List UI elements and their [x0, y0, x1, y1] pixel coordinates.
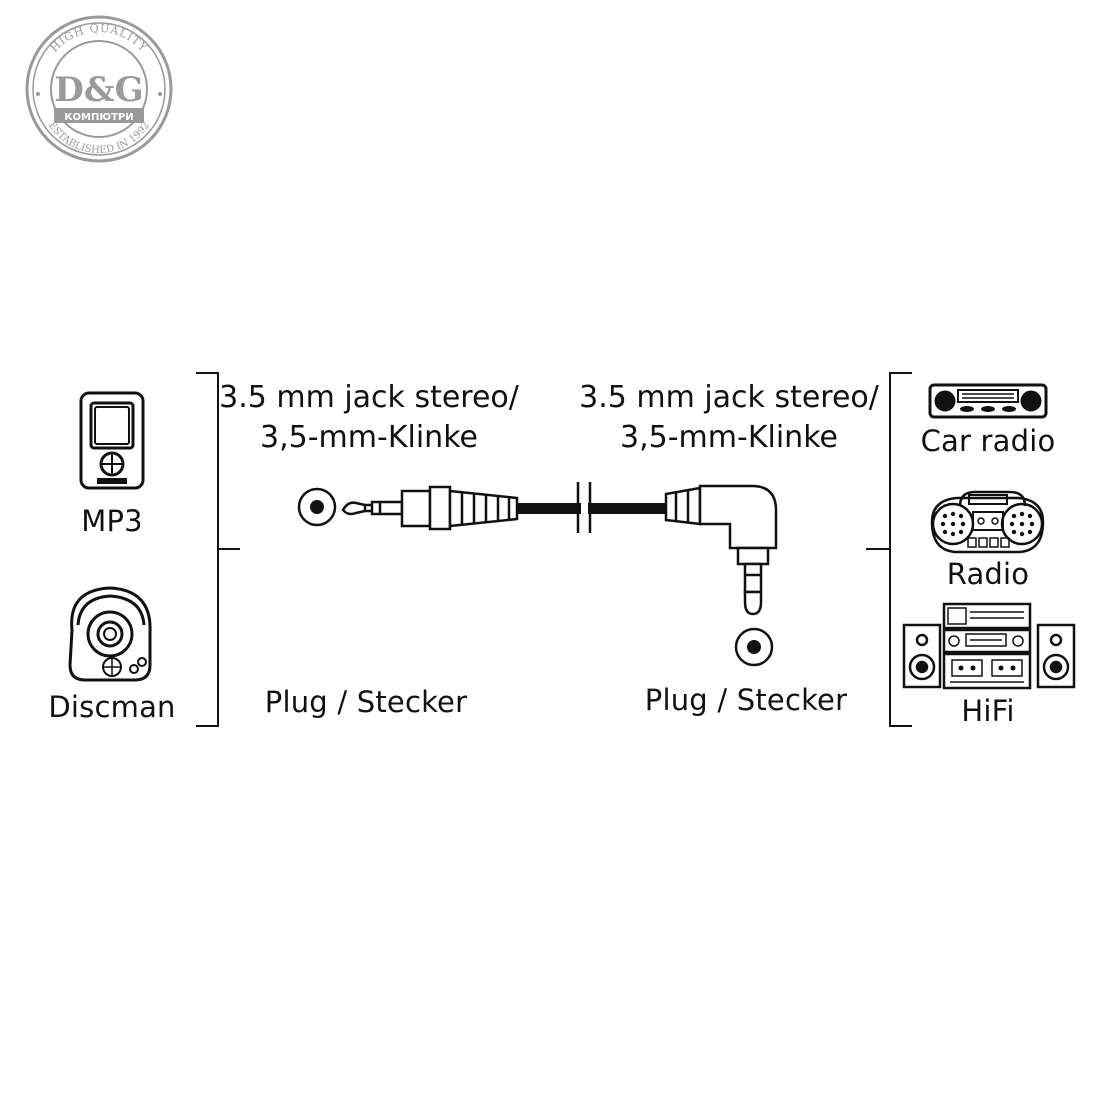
hifi-system-icon [902, 602, 1076, 690]
right-bracket [866, 372, 912, 727]
right-plug-label: Plug / Stecker [644, 683, 848, 717]
right-connector-line2: 3,5-mm-Klinke [620, 420, 838, 455]
mp3-label: MP3 [81, 504, 143, 538]
right-socket-symbol [734, 627, 774, 667]
brand-logo: HIGH QUALITY ESTABLISHED IN 1992 D&G КОМ… [24, 14, 174, 164]
discman-label: Discman [48, 690, 176, 724]
left-connector-line2: 3,5-mm-Klinke [260, 420, 478, 455]
left-bracket [196, 372, 240, 727]
discman-icon [68, 586, 152, 682]
boombox-icon [930, 490, 1045, 554]
right-connector-title: 3.5 mm jack stereo/ 3,5-mm-Klinke [579, 378, 879, 458]
right-connector-line1: 3.5 mm jack stereo/ [579, 380, 879, 415]
svg-text:D&G: D&G [54, 70, 143, 110]
radio-label: Radio [946, 557, 1030, 591]
left-socket-symbol [297, 487, 337, 527]
left-plug-label: Plug / Stecker [264, 685, 468, 719]
car-radio-icon [928, 383, 1048, 419]
hifi-label: HiFi [961, 694, 1015, 728]
left-connector-title: 3.5 mm jack stereo/ 3,5-mm-Klinke [219, 378, 519, 458]
car-radio-label: Car radio [920, 424, 1056, 458]
mp3-player-icon [79, 391, 145, 490]
left-connector-line1: 3.5 mm jack stereo/ [219, 380, 519, 415]
cable-line [517, 482, 666, 533]
angled-plug-icon [664, 484, 778, 616]
svg-text:КОМПЮТРИ: КОМПЮТРИ [64, 112, 133, 123]
logo-seal-icon: HIGH QUALITY ESTABLISHED IN 1992 D&G КОМ… [25, 15, 173, 163]
straight-plug-icon [341, 485, 519, 531]
